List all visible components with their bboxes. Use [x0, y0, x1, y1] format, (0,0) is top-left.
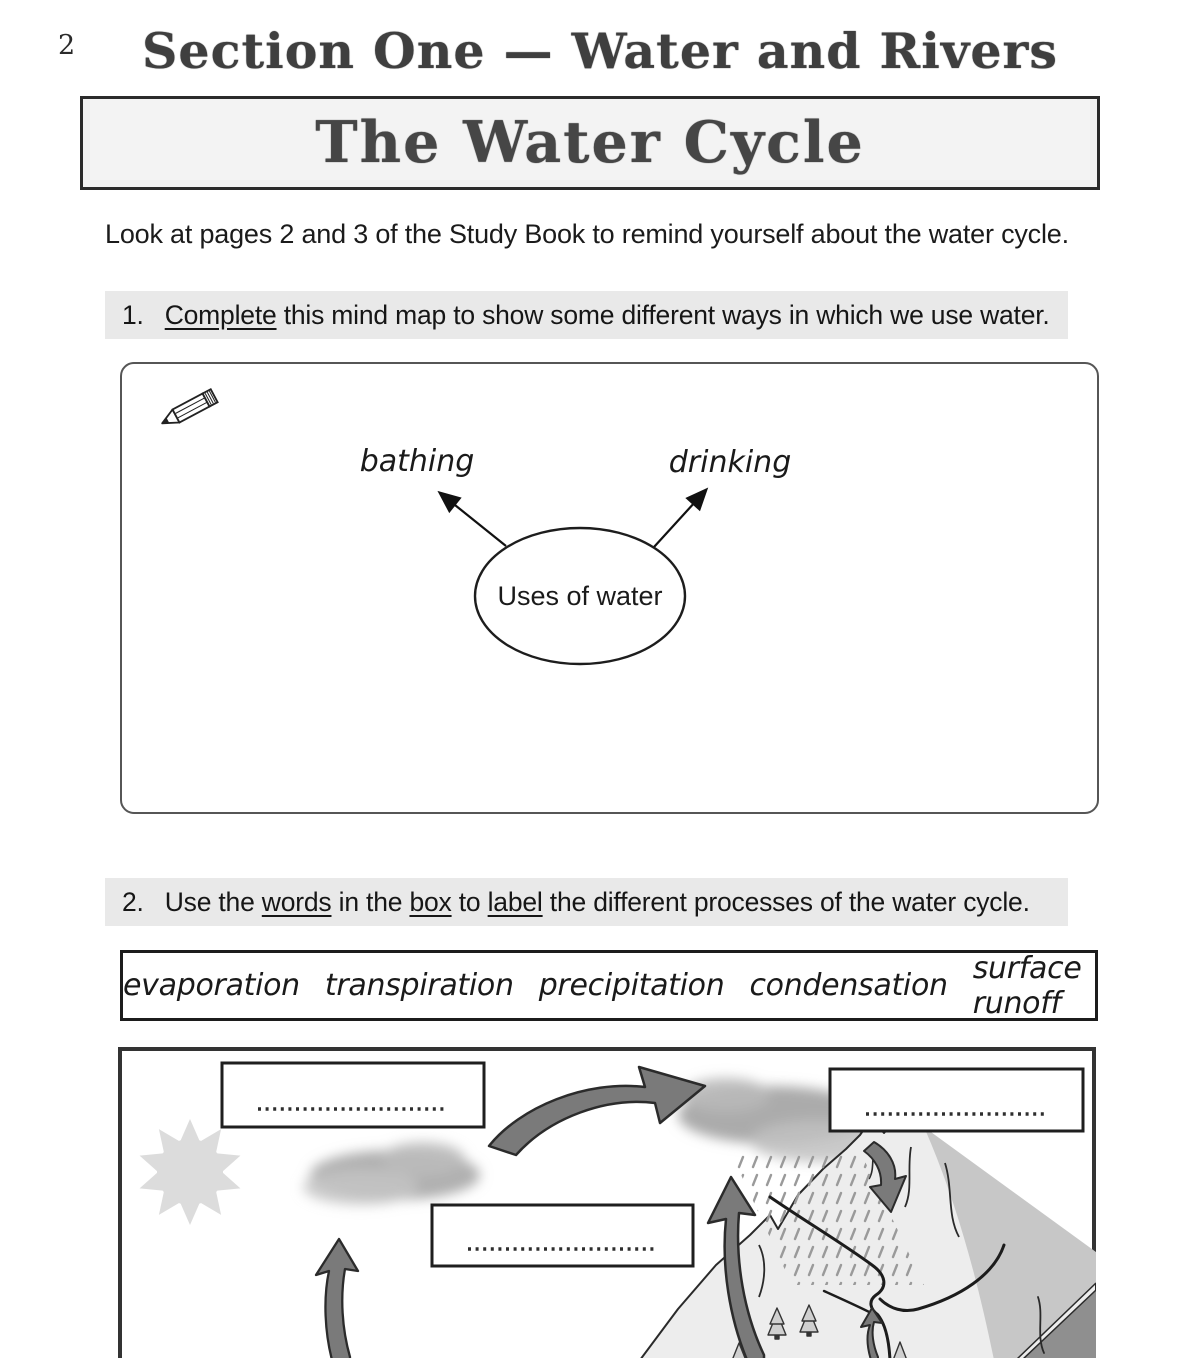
question-1: 1. Complete this mind map to show some di… [105, 291, 1068, 339]
water-cycle-illustration [118, 1047, 1097, 1358]
question-2-number: 2. [122, 887, 144, 917]
word-bank-word: surface runoff [972, 950, 1082, 1021]
rain-icon [730, 1151, 924, 1285]
sun-icon [139, 1119, 241, 1225]
tree-icon [732, 1304, 907, 1358]
mindmap-centre-ellipse [473, 526, 687, 666]
cloud-icon [303, 1142, 480, 1205]
question-1-underlined-word: Complete [164, 300, 277, 330]
question-2-text: in the [331, 887, 410, 917]
pencil-icon [161, 387, 219, 425]
evaporation-arrow-icon [314, 1237, 360, 1358]
word-bank-word: condensation [749, 968, 948, 1003]
question-2-underlined-label: label [487, 887, 543, 917]
question-2-underlined-box: box [409, 887, 452, 917]
mindmap-centre-label: Uses of water [497, 581, 662, 611]
answer-box-top-right[interactable] [828, 1067, 1085, 1133]
word-bank-word: evaporation [123, 968, 300, 1003]
mindmap-answer-area[interactable]: Uses of water bathing drinking [120, 362, 1099, 814]
surface-runoff-arrow-icon [860, 1307, 883, 1358]
page-number: 2 [58, 30, 76, 61]
branch-arrow-left [437, 490, 507, 547]
section-title: Section One — Water and Rivers [142, 22, 1058, 80]
mindmap-canvas: Uses of water bathing drinking [161, 387, 792, 666]
question-1-number: 1. [122, 300, 144, 330]
answer-box-top-left[interactable] [220, 1061, 486, 1129]
word-bank-box: evaporation transpiration precipitation … [120, 950, 1098, 1021]
water-cycle-diagram [118, 1047, 1097, 1358]
question-2-text: Use the [164, 887, 262, 917]
mindmap-branch-label-bathing: bathing [360, 444, 475, 479]
evaporation-arrow-icon [706, 1175, 766, 1358]
branch-arrow-right [653, 487, 709, 548]
question-2-text: to [451, 887, 488, 917]
question-1-text: this mind map to show some different way… [276, 300, 1050, 330]
condensation-arrow-icon [487, 1065, 707, 1157]
intro-text: Look at pages 2 and 3 of the Study Book … [105, 219, 1069, 249]
title-box: The Water Cycle [80, 96, 1100, 190]
word-bank-word: transpiration [324, 968, 514, 1003]
question-2-text: the different processes of the water cyc… [542, 887, 1030, 917]
question-2: 2. Use the words in the box to label the … [105, 878, 1068, 926]
mindmap-branch-label-drinking: drinking [669, 445, 792, 480]
word-bank-word: precipitation [538, 968, 725, 1003]
answer-box-middle[interactable] [430, 1203, 695, 1268]
question-2-underlined-words: words [261, 887, 332, 917]
page-title: The Water Cycle [315, 109, 865, 176]
precipitation-arrow-icon [863, 1141, 907, 1213]
